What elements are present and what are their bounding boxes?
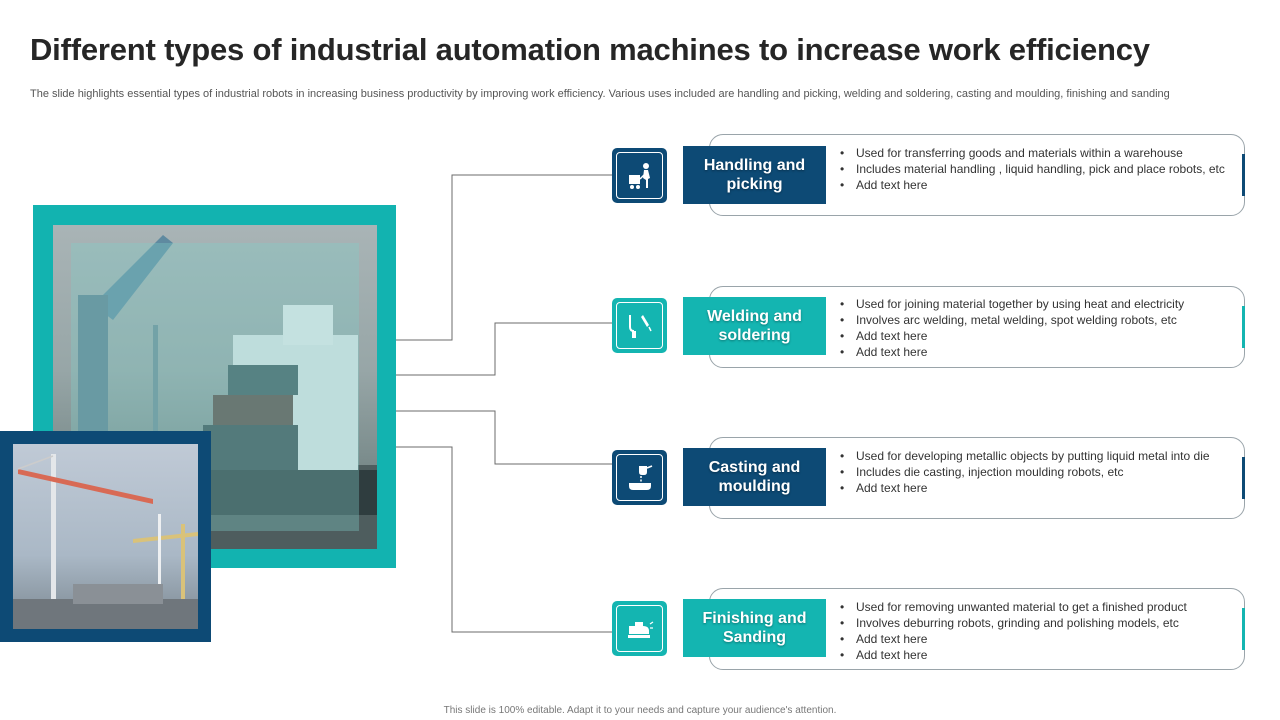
bullets-casting-moulding: Used for developing metallic objects by … <box>840 448 1226 496</box>
icon-box-casting-moulding <box>612 450 667 505</box>
cart-worker-icon <box>628 162 650 189</box>
bullet-item: Add text here <box>840 647 1226 663</box>
crane-illustration <box>13 454 198 629</box>
bullet-item: Includes die casting, injection moulding… <box>840 464 1226 480</box>
bullets-finishing-sanding: Used for removing unwanted material to g… <box>840 599 1226 663</box>
bullet-item: Add text here <box>840 328 1226 344</box>
card-accent <box>1242 154 1245 196</box>
bullet-item: Add text here <box>840 631 1226 647</box>
bullet-item: Used for removing unwanted material to g… <box>840 599 1226 615</box>
ladle-pour-icon <box>628 464 652 490</box>
slide-footer: This slide is 100% editable. Adapt it to… <box>443 705 837 716</box>
welding-torch-icon <box>628 314 652 338</box>
bullet-item: Used for joining material together by us… <box>840 296 1226 312</box>
icon-box-welding-soldering <box>612 298 667 353</box>
bullet-item: Involves deburring robots, grinding and … <box>840 615 1226 631</box>
bullet-item: Involves arc welding, metal welding, spo… <box>840 312 1226 328</box>
label-casting-moulding: Casting and moulding <box>683 448 826 506</box>
bullet-item: Includes material handling , liquid hand… <box>840 161 1226 177</box>
icon-box-handling-picking <box>612 148 667 203</box>
label-welding-soldering: Welding and soldering <box>683 297 826 355</box>
slide-title: Different types of industrial automation… <box>30 32 1150 67</box>
bullet-item: Add text here <box>840 344 1226 360</box>
bullet-item: Add text here <box>840 480 1226 496</box>
card-accent <box>1242 608 1245 650</box>
bullet-item: Add text here <box>840 177 1226 193</box>
bullets-handling-picking: Used for transferring goods and material… <box>840 145 1226 193</box>
sander-icon <box>627 620 653 638</box>
slide-subtitle: The slide highlights essential types of … <box>30 88 1170 100</box>
card-accent <box>1242 457 1245 499</box>
icon-box-finishing-sanding <box>612 601 667 656</box>
bullet-item: Used for developing metallic objects by … <box>840 448 1226 464</box>
cargo-ship-photo <box>53 225 377 549</box>
construction-crane-photo <box>13 444 198 629</box>
bullet-item: Used for transferring goods and material… <box>840 145 1226 161</box>
bullets-welding-soldering: Used for joining material together by us… <box>840 296 1226 360</box>
label-finishing-sanding: Finishing and Sanding <box>683 599 826 657</box>
card-accent <box>1242 306 1245 348</box>
label-handling-picking: Handling and picking <box>683 146 826 204</box>
